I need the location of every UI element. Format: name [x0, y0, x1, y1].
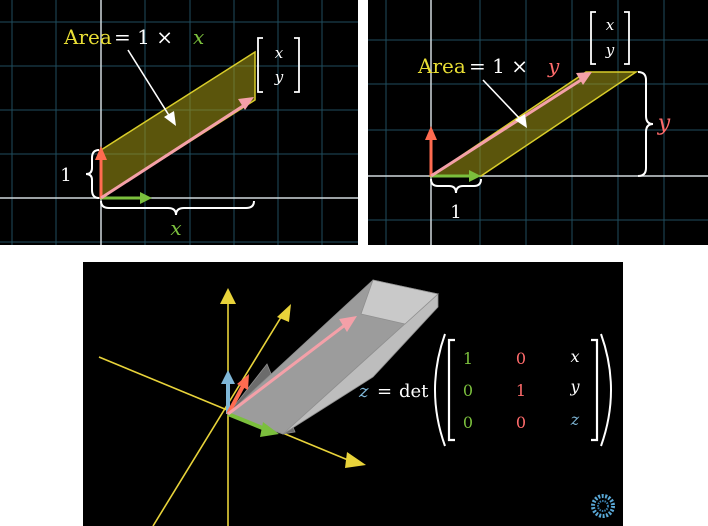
i-hat-arrow [431, 170, 481, 182]
right-bracket [591, 338, 599, 442]
det-label: det [399, 381, 429, 402]
j-hat-arrow [425, 126, 437, 176]
x-axis-arrowhead [345, 452, 366, 468]
equals-sign: = [377, 381, 392, 402]
grid [368, 0, 708, 245]
left-paren [434, 333, 446, 447]
height-label: 1 [60, 165, 71, 186]
matrix-cell: 0 [516, 413, 526, 432]
matrix-cell: 0 [463, 413, 473, 432]
matrix-cell: 0 [463, 381, 473, 400]
height-label: y [657, 111, 671, 136]
pointer-arrow [127, 49, 176, 126]
prism [227, 279, 439, 435]
volume-3d-diagram: z = det 1 0 x 0 1 y 0 0 z [98, 279, 615, 526]
area-word: Area [417, 54, 466, 78]
width-brace [430, 178, 482, 194]
k-hat-arrow [221, 370, 235, 414]
matrix-cell: 1 [463, 349, 473, 368]
area-y-panel: x y Area = 1 × y y 1 [368, 0, 708, 245]
i-hat-arrow [227, 412, 279, 437]
matrix-cell: z [570, 410, 580, 429]
area-equation: = 1 × [114, 25, 173, 49]
vector-y-entry: y [274, 68, 284, 86]
vector-matrix: x y [590, 11, 630, 65]
vector-matrix: x y [257, 37, 300, 93]
prism-side-face [282, 293, 439, 435]
area-formula: Area = 1 × x [63, 25, 204, 49]
matrix-cell: 0 [516, 349, 526, 368]
left-bracket [447, 338, 455, 442]
area-variable-x: x [193, 25, 204, 49]
height-brace [637, 71, 654, 177]
pointer-arrow [482, 79, 527, 128]
width-label: x [170, 216, 181, 240]
area-y-diagram: x y Area = 1 × y y 1 [368, 0, 708, 245]
pi-creature-logo [591, 494, 615, 518]
matrix-cell: y [569, 377, 580, 396]
prism-end-face [360, 279, 439, 325]
z-label: z [358, 381, 369, 402]
volume-3d-panel: z = det 1 0 x 0 1 y 0 0 z [83, 262, 623, 526]
area-word: Area [63, 25, 112, 49]
matrix-cell: 1 [516, 381, 526, 400]
matrix-cell: x [570, 347, 579, 366]
parallelogram [100, 50, 256, 200]
vector-x-entry: x [275, 44, 284, 62]
height-brace [85, 149, 100, 199]
j-hat-arrow [226, 374, 249, 415]
y-axis-arrowhead [277, 304, 291, 322]
j-hat-arrow [95, 146, 107, 198]
vector-y-entry: y [605, 41, 615, 59]
area-x-panel: x y Area = 1 × x 1 x [0, 0, 358, 245]
width-label: 1 [450, 202, 461, 223]
grid [0, 0, 358, 245]
i-hat-arrow [101, 192, 152, 204]
vector-xy-arrow [430, 72, 592, 178]
area-equation: = 1 × [469, 54, 528, 78]
area-x-diagram: x y Area = 1 × x 1 x [0, 0, 358, 245]
right-paren [600, 333, 612, 447]
vector-xyz-arrow [227, 316, 357, 416]
area-variable-y: y [547, 54, 560, 78]
width-brace [100, 200, 255, 216]
vector-xy-arrow [100, 97, 254, 200]
determinant-formula: z = det 1 0 x 0 1 y 0 0 z [358, 333, 612, 447]
axes [368, 0, 708, 245]
z-axis-arrowhead [220, 288, 236, 304]
vector-x-entry: x [606, 16, 615, 34]
parallelogram [428, 71, 639, 177]
area-formula: Area = 1 × y [417, 54, 560, 78]
